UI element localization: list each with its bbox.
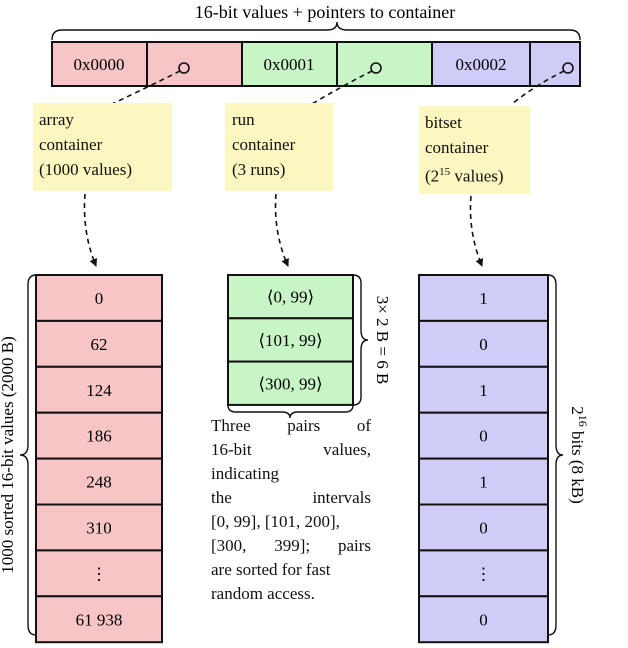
bitset-cell-text-0: 1 [479, 289, 488, 308]
run-cell-1 [227, 317, 354, 363]
run-note-line: [0, 99], [101, 200], [211, 512, 340, 531]
label-array-line-1: array [39, 110, 74, 129]
key-cell-bitset [431, 41, 531, 87]
label-array-line-3: (1000 values) [39, 160, 133, 179]
key-row: 0x0000 0x0001 0x0002 [51, 41, 581, 87]
bitset-cell-1 [418, 319, 549, 368]
run-cell-text-1: ⟨101, 99⟩ [258, 331, 322, 350]
run-note-line: indicating [211, 464, 279, 483]
label-bg-bitset [419, 106, 530, 194]
run-cell-text-2: ⟨300, 99⟩ [258, 374, 322, 393]
arrow-bitset [469, 195, 484, 267]
run-bottom-brace [227, 404, 354, 419]
pointer-cell-bitset [529, 41, 581, 87]
array-cell-text-7: 61 938 [76, 610, 123, 629]
label-bitset: bitset container (215 values) [425, 110, 504, 189]
pointer-cell-run [336, 41, 433, 87]
bitset-cell-text-7: 0 [479, 610, 488, 629]
label-run: run container (3 runs) [232, 107, 295, 182]
array-brace-label: 1000 sorted 16-bit values (2000 B) [0, 336, 17, 574]
bitset-cell-7 [418, 595, 549, 644]
array-cell-text-3: 186 [86, 427, 112, 446]
run-note-line: the intervals [211, 488, 371, 507]
diagram-title: 16-bit values + pointers to container [195, 2, 456, 22]
arrow-array [83, 193, 98, 267]
run-cell-text-0: ⟨0, 99⟩ [267, 288, 314, 307]
label-bitset-line-3: (215 values) [425, 166, 504, 186]
key-label-1: 0x0001 [264, 55, 315, 74]
bitset-cell-text-4: 1 [479, 473, 488, 492]
bitset-brace-label: 216 bits (8 kB) [568, 406, 590, 503]
run-note-line: 16-bit values, [211, 440, 371, 459]
run-note-line: [300, 399]; pairs [211, 536, 371, 555]
bitset-cell-text-1: 0 [479, 335, 488, 354]
bitset-cell-text-6: ⋮ [475, 564, 492, 583]
bitset-cell-text-2: 1 [479, 381, 488, 400]
bitset-container: 1 0 1 0 1 0 ⋮ 0 [418, 274, 549, 644]
label-array-line-2: container [39, 135, 103, 154]
run-container: ⟨0, 99⟩ ⟨101, 99⟩ ⟨300, 99⟩ [227, 274, 354, 406]
pointer-links [111, 70, 565, 105]
array-cell-4 [35, 457, 163, 506]
run-cell-0 [227, 274, 354, 320]
top-brace [51, 21, 581, 41]
bitset-cell-text-5: 0 [479, 518, 488, 537]
run-size-label: 3× 2 B = 6 B [373, 296, 392, 385]
array-cell-text-1: 62 [91, 335, 108, 354]
array-cell-text-4: 248 [86, 473, 112, 492]
pointer-link-bitset [511, 70, 565, 105]
array-cell-text-0: 0 [95, 289, 104, 308]
bitset-cell-4 [418, 457, 549, 506]
label-bitset-line-1: bitset [425, 113, 462, 132]
bitset-cell-0 [418, 274, 549, 322]
bitset-brace [547, 274, 564, 636]
run-note-line: random access. [211, 584, 315, 603]
array-brace [19, 274, 37, 636]
run-cell-2 [227, 360, 354, 406]
label-array: array container (1000 values) [39, 107, 132, 182]
run-brace [352, 274, 369, 406]
bitset-cell-6 [418, 549, 549, 598]
array-cell-5 [35, 503, 163, 552]
array-cell-2 [35, 365, 163, 414]
pointer-dot-array [178, 62, 190, 74]
pointer-dot-bitset [562, 62, 574, 74]
label-bg-run [225, 103, 333, 191]
label-bitset-line-2: container [425, 138, 489, 157]
container-arrows [83, 193, 484, 267]
pointer-dot-run [370, 62, 382, 74]
key-label-2: 0x0002 [456, 55, 507, 74]
array-cell-7 [35, 595, 163, 644]
array-cell-0 [35, 274, 163, 322]
array-cell-3 [35, 411, 163, 460]
run-note: Three pairs of 16-bit values, indicating th… [211, 414, 371, 606]
key-label-0: 0x0000 [74, 55, 125, 74]
array-cell-text-6: ⋮ [91, 564, 108, 583]
label-run-line-3: (3 runs) [232, 160, 286, 179]
bitset-cell-text-3: 0 [479, 427, 488, 446]
array-container: 0 62 124 186 248 310 ⋮ 61 938 [35, 274, 163, 644]
run-note-line: Three pairs of [211, 416, 371, 435]
arrow-run [274, 193, 289, 267]
array-cell-text-5: 310 [86, 518, 112, 537]
label-run-line-1: run [232, 110, 255, 129]
run-note-line: are sorted for fast [211, 560, 331, 579]
array-cell-text-2: 124 [86, 381, 112, 400]
key-cell-run [241, 41, 338, 87]
label-run-line-2: container [232, 135, 296, 154]
label-bg-array [33, 103, 172, 191]
